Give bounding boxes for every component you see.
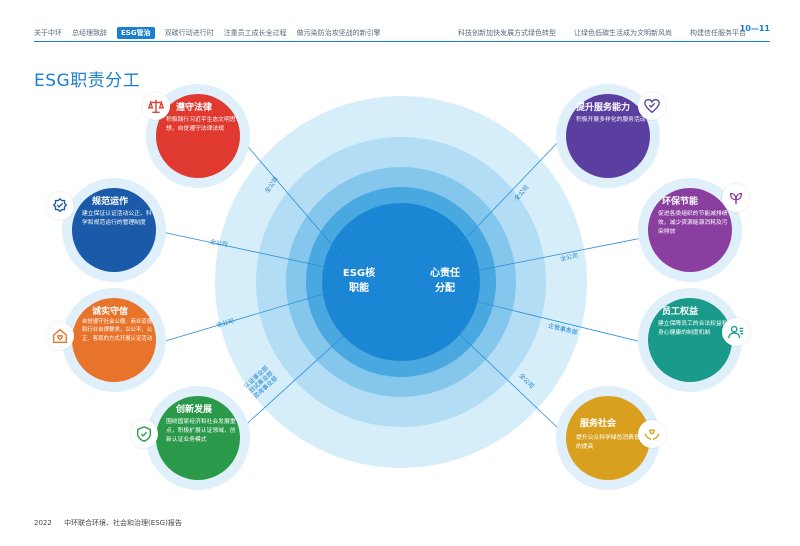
- card-body: 建立保障员工的合法权益和身心健康的制度机制: [658, 321, 728, 336]
- nav-item-about[interactable]: 关于中环: [34, 29, 62, 37]
- hands-heart-icon: [638, 420, 666, 448]
- nav-item-employee-growth[interactable]: 注重员工成长全过程: [223, 29, 287, 37]
- card-title: 规范运作: [92, 197, 129, 207]
- person-icon: [722, 318, 750, 346]
- connector-employee: [469, 299, 643, 343]
- page-number: 10—11: [739, 24, 770, 33]
- connector-society: [454, 329, 561, 431]
- center-circle: [322, 203, 480, 361]
- card-circle: [156, 396, 240, 480]
- center-left-line2: 职能: [349, 283, 369, 294]
- nav-item-tech-innovation[interactable]: 科技创新加快发展方式绿色转型: [458, 29, 556, 37]
- center-text-left: ESG核 职能: [334, 266, 384, 296]
- nav-item-green-life[interactable]: 让绿色低碳生活成为文明新风尚: [574, 29, 672, 37]
- connector-innovation: [239, 329, 351, 431]
- home-heart-icon: [46, 322, 74, 350]
- card-body: 自觉遵守社会公德、商业道德和行业自律要求，以公平、公正、客观的方式开展认证活动: [82, 319, 153, 342]
- page-footer: 2022 中环联合环境、社会和治理(ESG)报告: [34, 518, 182, 528]
- card-circle: [648, 298, 732, 382]
- connector-service-ability: [454, 139, 561, 251]
- connector-operation: [161, 231, 331, 269]
- card-body: 围绕国家经济和社会发展重点，积极扩展认证领域，创新认证业务模式: [166, 419, 236, 443]
- card-title: 遵守法律: [176, 103, 213, 113]
- nav-item-trust-platform[interactable]: 构建信任服务平台: [690, 29, 746, 37]
- badge-check-icon: [46, 192, 74, 220]
- card-circle: [72, 188, 156, 272]
- card-body: 提升公众科学绿色消费意识的提高: [576, 435, 646, 450]
- shield-check-icon: [130, 420, 158, 448]
- card-title: 提升服务能力: [576, 103, 631, 113]
- card-title: 员工权益: [662, 307, 699, 317]
- center-right-line2: 分配: [435, 283, 455, 294]
- card-body: 促进各类组织的节能减排绩效，减少资源能源消耗及污染排放: [658, 211, 728, 235]
- scale-icon: [142, 92, 170, 120]
- card-comply-law: 遵守法律 积极践行习近平生态文明思想，自觉遵守法律法规: [142, 84, 266, 188]
- card-title: 服务社会: [580, 419, 617, 429]
- card-circle: [156, 94, 240, 178]
- footer-year: 2022: [34, 519, 52, 527]
- card-standard-operation: 规范运作 建立保证认证活动公正、科学和规范运行的管理制度: [46, 178, 182, 282]
- card-integrity: 诚实守信 自觉遵守社会公德、商业道德和行业自律要求，以公平、公正、客观的方式开展…: [46, 288, 182, 392]
- card-circle: [72, 298, 156, 382]
- nav-item-pollution-control[interactable]: 做污染防治攻坚战的新引擎: [296, 29, 381, 37]
- center-right-line1: 心责任: [430, 268, 460, 279]
- top-navigation: 关于中环 总经理致辞 ESG管治 双碳行动进行时 注重员工成长全过程 做污染防治…: [34, 26, 770, 40]
- card-employee-rights: 员工权益 建立保障员工的合法权益和身心健康的制度机制: [638, 288, 758, 392]
- nav-item-ceo-message[interactable]: 总经理致辞: [72, 29, 107, 37]
- card-circle: [566, 94, 650, 178]
- card-body: 积极践行习近平生态文明思想，自觉遵守法律法规: [166, 117, 236, 132]
- nav-right-group: 科技创新加快发展方式绿色转型 让绿色低碳生活成为文明新风尚 构建信任服务平台: [458, 28, 746, 38]
- card-circle: [566, 396, 650, 480]
- center-text-right: 心责任 分配: [420, 266, 470, 296]
- card-serve-society: 服务社会 提升公众科学绿色消费意识的提高: [556, 386, 676, 490]
- card-circle: [648, 188, 732, 272]
- nav-item-esg-governance[interactable]: ESG管治: [117, 27, 155, 39]
- center-left-line1: ESG核: [342, 268, 376, 279]
- header-divider: [34, 41, 770, 42]
- card-title: 诚实守信: [92, 307, 129, 317]
- nav-left-group: 关于中环 总经理致辞 ESG管治 双碳行动进行时 注重员工成长全过程 做污染防治…: [34, 27, 381, 39]
- page-title: ESG职责分工: [34, 71, 141, 91]
- card-title: 环保节能: [662, 197, 699, 207]
- leaf-icon: [722, 184, 750, 212]
- card-energy-saving: 环保节能 促进各类组织的节能减排绩效，减少资源能源消耗及污染排放: [638, 178, 758, 282]
- card-body: 建立保证认证活动公正、科学和规范运行的管理制度: [82, 211, 152, 226]
- card-service-ability: 提升服务能力 积极开展多样化的服务活动: [556, 84, 676, 188]
- nav-item-dual-carbon[interactable]: 双碳行动进行时: [164, 29, 214, 37]
- connector-energy: [469, 237, 643, 273]
- card-title: 创新发展: [176, 405, 213, 415]
- connector-law: [231, 127, 346, 261]
- footer-report-title: 中环联合环境、社会和治理(ESG)报告: [64, 519, 182, 527]
- card-body: 积极开展多样化的服务活动: [576, 117, 646, 123]
- card-innovation: 创新发展 围绕国家经济和社会发展重点，积极扩展认证领域，创新认证业务模式: [130, 386, 266, 490]
- connector-integrity: [161, 291, 331, 343]
- heart-icon: [638, 92, 666, 120]
